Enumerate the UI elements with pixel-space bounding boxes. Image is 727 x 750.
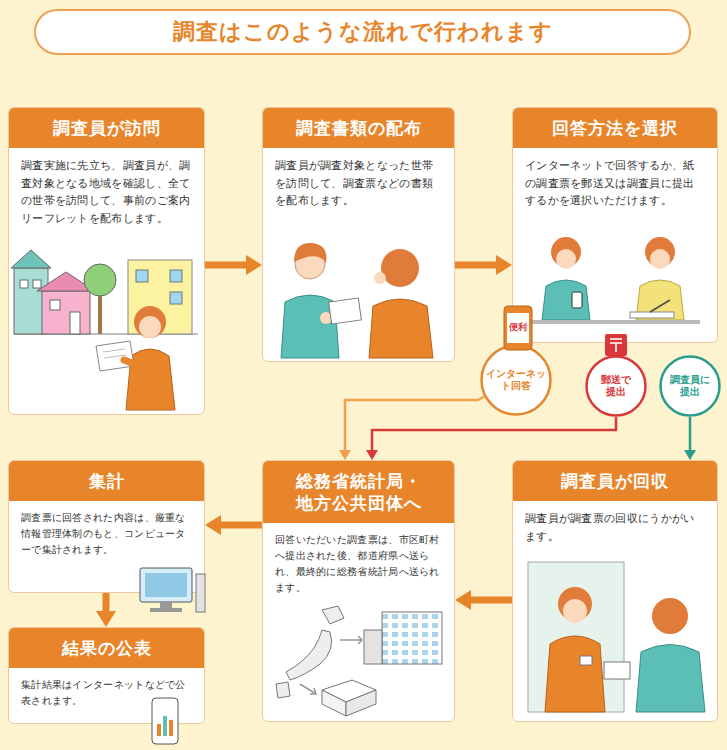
box-body: 調査票に回答された内容は、厳重な情報管理体制のもと、コンピューターで集計されます… — [9, 501, 204, 567]
box-heading: 結果の公表 — [9, 628, 204, 668]
arrow-head — [684, 450, 696, 460]
phone-icon — [504, 306, 532, 350]
flow-connector — [684, 417, 696, 460]
arrow-head — [96, 611, 116, 627]
arrow-head — [246, 255, 262, 275]
flow-connector — [455, 255, 512, 275]
circle-label: 郵送で提出 — [600, 374, 633, 399]
flow-connector — [205, 255, 262, 275]
flow-connector — [455, 590, 512, 610]
circle-label: インターネット回答 — [481, 368, 550, 392]
process-box: 調査書類の配布調査員が調査対象となった世帯を訪問して、調査票などの書類を配布しま… — [262, 107, 455, 362]
connector-line — [470, 597, 512, 604]
box-body: 調査員が調査票の回収にうかがいます。 — [513, 501, 717, 554]
process-box: 集計調査票に回答された内容は、厳重な情報管理体制のもと、コンピューターで集計され… — [8, 460, 205, 593]
process-box: 結果の公表集計結果はインターネットなどで公表されます。 — [8, 627, 205, 724]
box-heading: 調査書類の配布 — [263, 108, 454, 148]
map-illustration — [276, 606, 442, 716]
choice-circle: 郵送で提出 — [585, 355, 647, 417]
connector-line — [205, 262, 247, 269]
flow-connector — [205, 515, 262, 535]
box-body: 集計結果はインターネットなどで公表されます。 — [9, 668, 204, 718]
arrow-head — [496, 255, 512, 275]
smartphone-icon — [152, 698, 178, 744]
process-box: 総務省統計局・地方公共団体へ回答いただいた調査票は、市区町村へ提出された後、都道… — [262, 460, 455, 722]
connector-line — [372, 417, 616, 451]
title-banner — [35, 10, 690, 54]
connector-line — [689, 417, 692, 451]
process-box: 調査員が回収調査員が調査票の回収にうかがいます。 — [512, 460, 718, 722]
box-body: 調査実施に先立ち、調査員が、調査対象となる地域を確認し、全ての世帯を訪問して、事… — [9, 148, 204, 236]
collection-illustration — [528, 562, 705, 712]
flow-connector — [96, 593, 116, 627]
mailbox-icon — [605, 334, 627, 356]
flow-connector — [339, 397, 484, 460]
connector-line — [103, 593, 110, 612]
arrow-head — [366, 450, 378, 460]
connector-line — [345, 397, 484, 451]
box-heading: 調査員が回収 — [513, 461, 717, 501]
connector-line — [455, 262, 497, 269]
box-heading: 総務省統計局・地方公共団体へ — [263, 461, 454, 523]
flow-connector — [366, 417, 616, 460]
arrow-head — [205, 515, 221, 535]
circle-label: 調査員に提出 — [670, 374, 711, 398]
process-box: 回答方法を選択インターネットで回答するか、紙の調査票を郵送又は調査員に提出するか… — [512, 107, 718, 343]
box-heading: 調査員が訪問 — [9, 108, 204, 148]
icon-label: 便利 — [505, 321, 531, 334]
computer-icon — [140, 568, 205, 612]
box-heading: 集計 — [9, 461, 204, 501]
answering-illustration — [530, 237, 700, 324]
town-illustration — [11, 250, 198, 410]
box-body: 回答いただいた調査票は、市区町村へ提出された後、都道府県へ送られ、最終的に総務省… — [263, 523, 454, 605]
choice-circle: 調査員に提出 — [659, 355, 721, 417]
arrow-head — [339, 450, 351, 460]
box-heading: 回答方法を選択 — [513, 108, 717, 148]
diagram-title: 調査はこのような流れで行われます — [35, 10, 690, 54]
choice-circle: インターネット回答 — [480, 344, 552, 416]
process-box: 調査員が訪問調査実施に先立ち、調査員が、調査対象となる地域を確認し、全ての世帯を… — [8, 107, 205, 415]
handover-illustration — [281, 243, 433, 358]
arrow-head — [455, 590, 471, 610]
connector-line — [220, 522, 262, 529]
box-body: 調査員が調査対象となった世帯を訪問して、調査票などの書類を配布します。 — [263, 148, 454, 219]
box-body: インターネットで回答するか、紙の調査票を郵送又は調査員に提出するかを選択いただけ… — [513, 148, 717, 219]
